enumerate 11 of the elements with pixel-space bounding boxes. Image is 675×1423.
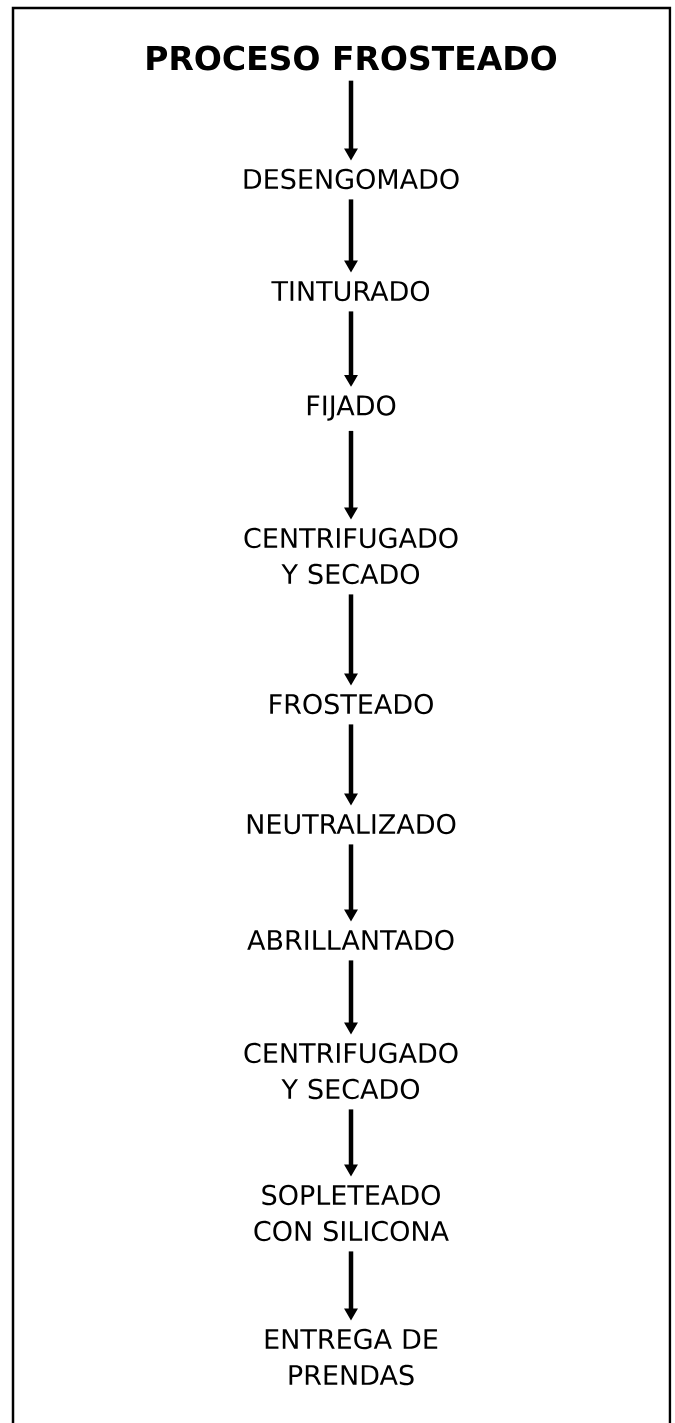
- step-label: CENTRIFUGADO Y SECADO: [244, 1042, 458, 1100]
- step-label: FIJADO: [307, 395, 396, 421]
- step-label: DESENGOMADO: [244, 168, 459, 190]
- step-label: ENTREGA DE PRENDAS: [265, 1328, 438, 1386]
- step-label: CENTRIFUGADO Y SECADO: [244, 527, 458, 585]
- title: PROCESO FROSTEADO: [147, 45, 557, 71]
- step-label: NEUTRALIZADO: [247, 813, 456, 835]
- step-label: ABRILLANTADO: [247, 929, 454, 951]
- step-label: FROSTEADO: [270, 693, 433, 715]
- step-label: TINTURADO: [271, 280, 430, 302]
- step-label: SOPLETEADO CON SILICONA: [254, 1184, 449, 1242]
